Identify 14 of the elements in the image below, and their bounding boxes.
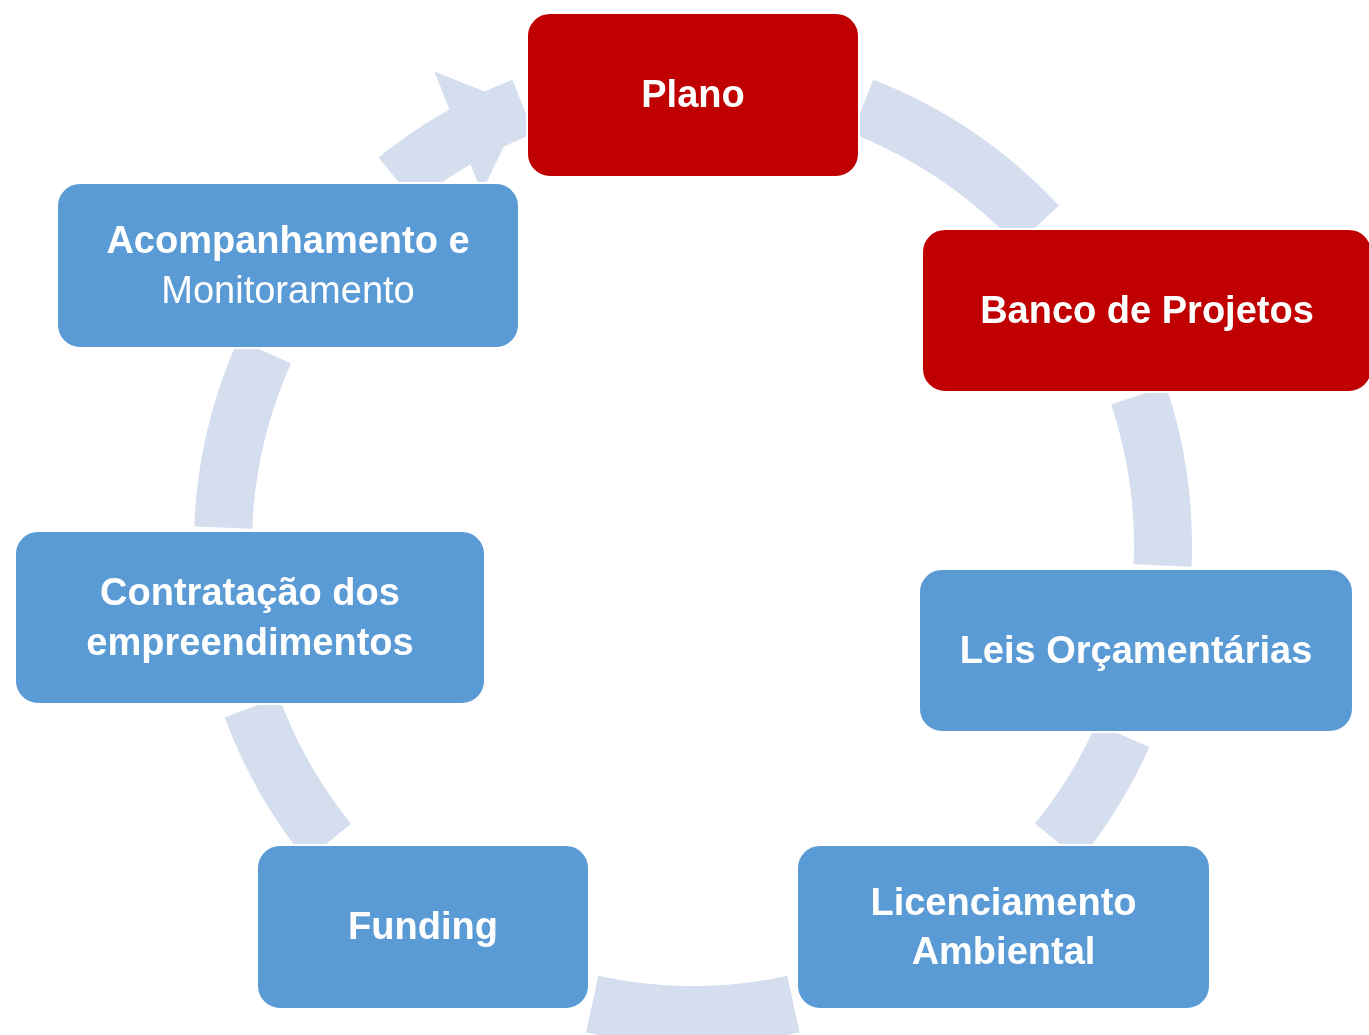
process-box <box>14 530 486 705</box>
step-label: Leis Orçamentárias <box>959 627 1313 673</box>
step-label: Banco de Projetos <box>980 287 1314 333</box>
process-box <box>921 228 1369 393</box>
step-label: Licenciamento Ambiental <box>869 879 1138 974</box>
step-label: Contratação dos empreendimentos <box>85 570 415 665</box>
process-box <box>56 182 520 349</box>
process-box <box>526 12 860 178</box>
process-box <box>918 568 1354 733</box>
step-label: Acompanhamento e Monitoramento <box>105 218 471 313</box>
step-label: Plano <box>641 72 745 118</box>
process-box <box>796 844 1211 1010</box>
step-label: Funding <box>348 904 498 950</box>
process-box <box>256 844 590 1010</box>
